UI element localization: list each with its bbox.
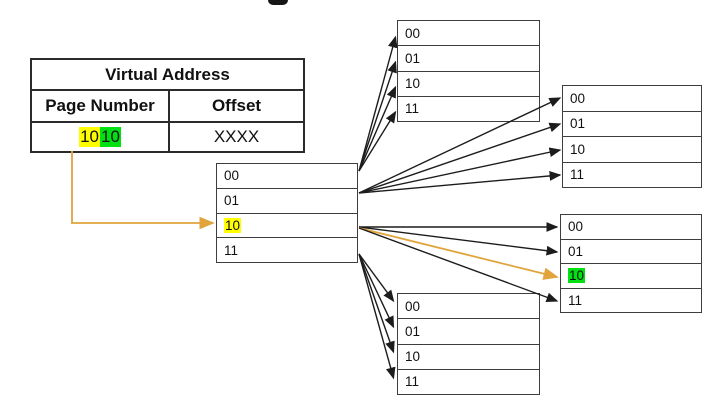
arrow-outer00-to-top-row00: [358, 35, 398, 172]
virtual-address-headers: Page Number Offset: [32, 91, 303, 123]
page-table-entry: 10: [405, 76, 421, 92]
arrow-outer00-to-top-row11: [358, 110, 397, 172]
inner-page-table-upper-right: 00 01 10 11: [562, 85, 702, 188]
table-row: 01: [398, 45, 539, 70]
arrow-outer00-to-top-row10: [358, 85, 397, 172]
page-table-entry: 11: [405, 101, 420, 117]
table-row: 11: [398, 95, 539, 121]
page-number-header: Page Number: [32, 91, 170, 121]
page-table-entry: 00: [570, 90, 586, 106]
table-row: 00: [398, 21, 539, 45]
arrow-outer10-to-middleright-row01: [358, 226, 559, 256]
offset-value: XXXX: [213, 127, 260, 146]
inner-page-table-bottom: 00 01 10 11: [397, 293, 540, 395]
outer-row-00: 00: [217, 164, 357, 188]
outer-page-table: 00 01 10 11: [216, 163, 358, 263]
arrow-outer01-to-upperright-row01: [358, 122, 562, 194]
outer-row-11: 11: [217, 237, 357, 262]
table-row: 10: [398, 70, 539, 96]
virtual-address-title: Virtual Address: [32, 60, 303, 91]
table-row: 11: [561, 287, 701, 313]
table-row: 11: [398, 368, 539, 394]
table-row: 01: [563, 110, 701, 137]
table-row: 10: [561, 263, 701, 288]
page-table-entry: 00: [405, 25, 421, 41]
page-table-entry: 01: [405, 323, 421, 339]
table-row: 00: [398, 294, 539, 318]
arrow-outer01-to-upperright-row11: [358, 171, 562, 194]
arrow-outer10-to-middleright-row10: [358, 227, 559, 280]
outer-row-01: 01: [217, 187, 357, 213]
arrow-outer00-to-top-row01: [358, 60, 397, 172]
table-row: 10: [563, 136, 701, 162]
arrow-outer11-to-bottom-row11: [358, 253, 396, 380]
page-table-entry: 10: [570, 141, 586, 157]
arrow-outer10-to-middleright-row11: [358, 227, 559, 302]
page-table-entry: 11: [570, 167, 585, 183]
page-table-entry-highlighted: 10: [224, 217, 242, 233]
table-row: 11: [563, 161, 701, 188]
page-table-entry: 00: [405, 298, 421, 314]
inner-page-table-top: 00 01 10 11: [397, 20, 540, 122]
page-table-entry: 11: [568, 292, 583, 308]
page-table-entry: 01: [570, 116, 586, 132]
table-row: 00: [563, 86, 701, 111]
outer-index-bits: 10: [79, 127, 100, 147]
page-table-entry: 01: [568, 243, 584, 259]
table-row: 01: [561, 238, 701, 264]
page-table-entry: 10: [405, 349, 421, 365]
table-row: 01: [398, 318, 539, 343]
table-row: 00: [561, 215, 701, 239]
arrow-va-to-outer-row10: [71, 151, 215, 230]
page-table-entry: 00: [224, 168, 240, 184]
arrow-outer11-to-bottom-row00: [358, 253, 395, 303]
arrow-outer01-to-upperright-row10: [358, 147, 562, 194]
page-table-entry: 00: [568, 219, 584, 235]
inner-page-table-middle-right: 00 01 10 11: [560, 214, 702, 313]
table-row: 10: [398, 343, 539, 369]
inner-index-bits: 10: [100, 127, 121, 147]
outer-row-10: 10: [217, 212, 357, 238]
page-table-entry-highlighted: 10: [568, 268, 586, 284]
page-table-entry: 11: [405, 374, 420, 390]
page-table-entry: 01: [224, 193, 240, 209]
arrow-outer11-to-bottom-row01: [358, 253, 395, 329]
arrow-outer11-to-bottom-row10: [358, 253, 395, 354]
page-table-entry: 11: [224, 242, 239, 258]
page-table-entry: 01: [405, 50, 421, 66]
offset-header: Offset: [211, 96, 262, 115]
cropped-title-glyph: [268, 0, 288, 5]
